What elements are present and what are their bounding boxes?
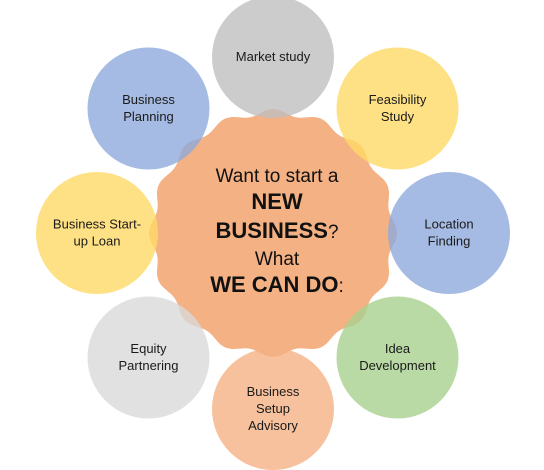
node-label-market-study: Market study [236,49,311,64]
center-line-3-mark: ? [328,222,339,243]
center-line-1: Want to start a [216,166,339,187]
node-idea-development [336,296,459,419]
center-line-3: BUSINESS? [215,218,338,243]
node-business-start-up-loan [36,172,158,294]
node-business-planning [87,47,210,170]
node-label-line: Setup [256,401,290,416]
node-business-setup-advisory [212,348,334,470]
center-label: Want to start a NEW BUSINESS? What WE CA… [210,166,344,297]
center-line-3-bold: BUSINESS [215,218,327,243]
node-label-business-start-up-loan: Business Start-up Loan [53,217,141,249]
node-label-line: Business Start- [53,217,141,232]
node-equity-partnering [87,296,210,419]
node-label-line: Development [359,358,436,373]
center-line-2: NEW [251,189,303,214]
node-label-line: Market study [236,49,311,64]
node-label-line: Business [247,384,300,399]
node-label-line: Finding [428,234,471,249]
center-shape [149,109,397,357]
node-label-line: Feasibility [369,92,427,107]
node-location-finding [388,172,510,294]
node-label-line: Advisory [248,418,298,433]
center-line-5-mark: : [339,276,344,297]
center-line-5-bold: WE CAN DO [210,272,338,297]
node-label-line: Idea [385,341,411,356]
node-market-study [212,0,334,118]
center-line-5: WE CAN DO: [210,272,344,297]
node-label-line: Location [424,217,473,232]
node-label-line: up Loan [74,234,121,249]
node-label-line: Study [381,109,415,124]
node-label-line: Planning [123,109,174,124]
node-label-line: Partnering [119,358,179,373]
node-label-line: Equity [130,341,167,356]
node-feasibility-study [336,47,459,170]
center-line-4: What [255,249,300,270]
node-label-line: Business [122,92,175,107]
